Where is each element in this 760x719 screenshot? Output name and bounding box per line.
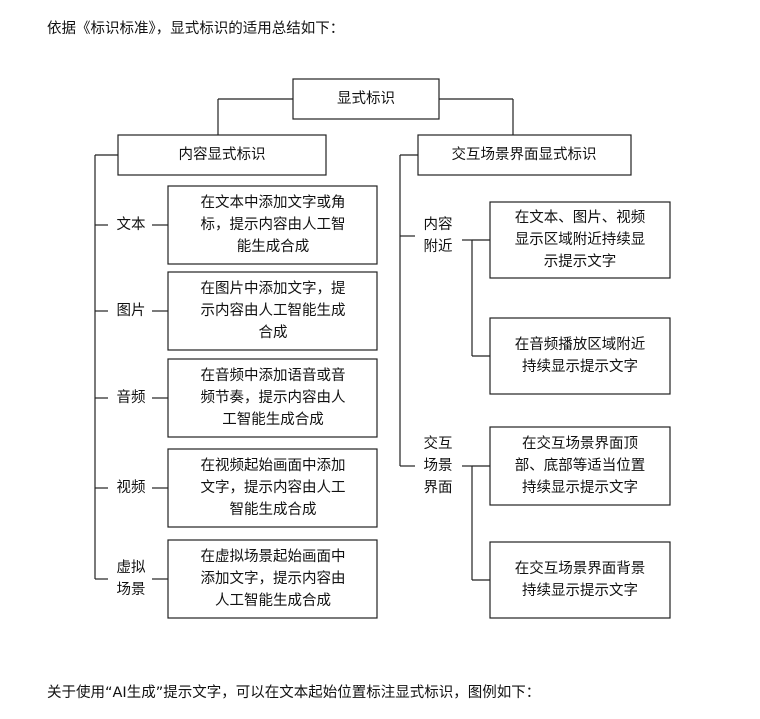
right-item-description: 在文本、图片、视频显示区域附近持续显示提示文字 <box>515 209 646 270</box>
right-item-description: 在音频播放区域附近持续显示提示文字 <box>515 336 646 375</box>
left-item-label: 虚拟场景 <box>117 559 146 598</box>
right-group-label: 内容附近 <box>424 216 453 255</box>
left-item-box <box>167 448 378 528</box>
right-branch-box <box>417 134 632 176</box>
left-item-description: 在虚拟场景起始画面中添加文字，提示内容由人工智能生成合成 <box>201 548 346 609</box>
right-item-box <box>489 317 671 395</box>
left-branch-title: 内容显式标识 <box>179 146 266 163</box>
right-item-box <box>489 201 671 279</box>
left-item-box <box>167 358 378 438</box>
left-item-box <box>167 185 378 265</box>
left-item-description: 在视频起始画面中添加文字，提示内容由人工智能生成合成 <box>201 457 346 518</box>
right-item-description: 在交互场景界面顶部、底部等适当位置持续显示提示文字 <box>515 434 646 496</box>
left-item-description: 在音频中添加语音或音频节奏，提示内容由人工智能生成合成 <box>201 367 346 428</box>
right-item-box <box>489 426 671 506</box>
left-item-description: 在图片中添加文字，提示内容由人工智能生成合成 <box>201 280 346 341</box>
right-item-description: 在交互场景界面背景持续显示提示文字 <box>515 559 646 599</box>
left-item-label: 视频 <box>117 479 146 496</box>
right-item-box <box>489 541 671 619</box>
outro-paragraph: 关于使用“AI生成”提示文字，可以在文本起始位置标注显式标识，图例如下： <box>47 685 541 701</box>
intro-paragraph: 依据《标识标准》，显式标识的适用总结如下： <box>47 21 345 37</box>
left-item-box <box>167 271 378 351</box>
root-node-label: 显式标识 <box>337 90 395 107</box>
left-item-label: 音频 <box>117 389 146 406</box>
left-item-label: 图片 <box>117 302 146 319</box>
right-branch-title: 交互场景界面显式标识 <box>452 145 597 163</box>
left-item-box <box>167 539 378 619</box>
left-item-description: 在文本中添加文字或角标，提示内容由人工智能生成合成 <box>201 194 346 255</box>
left-item-label: 文本 <box>117 216 146 233</box>
right-group-label: 交互场景界面 <box>424 434 453 496</box>
left-branch-box <box>117 134 327 176</box>
